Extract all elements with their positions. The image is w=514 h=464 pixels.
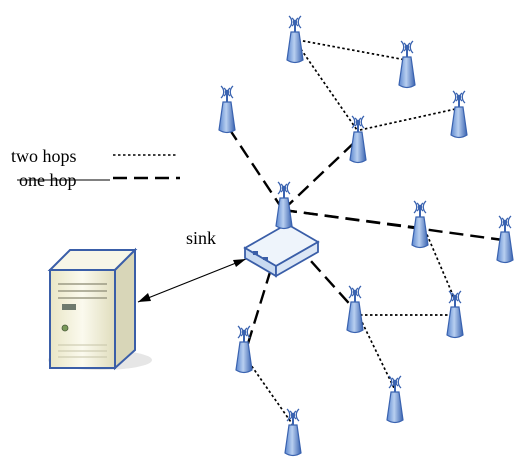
server-icon[interactable] (47, 247, 152, 371)
antenna-icon[interactable] (411, 200, 429, 249)
legend: two hops one hop (11, 146, 180, 190)
two-hop-link (424, 229, 456, 301)
sink-label: sink (186, 228, 216, 248)
antenna-icon[interactable] (386, 375, 404, 424)
two-hop-link (297, 39, 407, 61)
one-hop-link (282, 139, 358, 211)
one-hop-links (228, 129, 504, 351)
antenna-icon[interactable] (446, 290, 464, 339)
legend-two-hops-label: two hops (11, 146, 77, 166)
two-hop-link (297, 44, 358, 131)
antenna-icon[interactable] (286, 15, 304, 64)
one-hop-link (228, 129, 285, 211)
antenna-icon[interactable] (218, 85, 236, 134)
antenna-icon[interactable] (398, 40, 416, 89)
two-hop-link (245, 357, 294, 426)
antenna-icon[interactable] (450, 90, 468, 139)
server-sink-link (137, 258, 247, 303)
antenna-icon[interactable] (235, 325, 253, 374)
antenna-icon[interactable] (346, 285, 364, 334)
antenna-icon[interactable] (496, 215, 514, 264)
two-hop-links (245, 39, 461, 426)
two-hop-link (359, 107, 461, 131)
two-hop-link (359, 317, 396, 391)
one-hop-link (282, 208, 504, 242)
one-hop-link (282, 229, 356, 311)
router-icon[interactable] (243, 181, 320, 278)
sensor-nodes (218, 15, 514, 457)
